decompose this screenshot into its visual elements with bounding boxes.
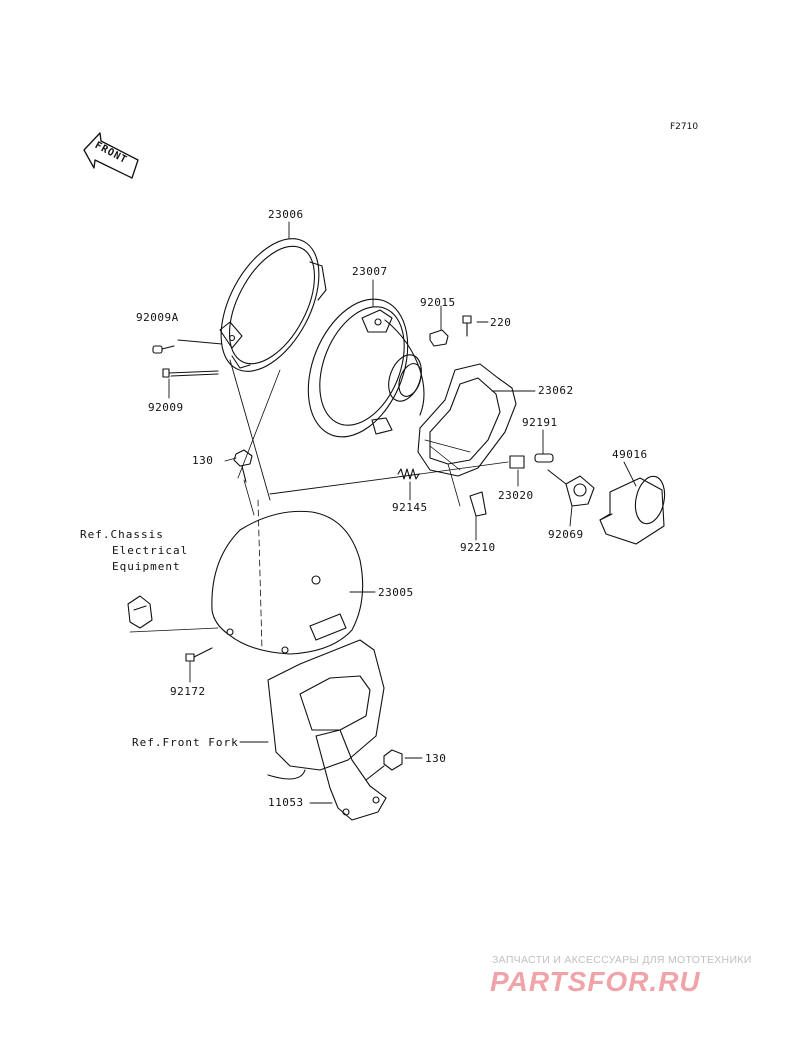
- callout-23005: 23005: [378, 586, 414, 599]
- watermark-logo: PARTSFOR.RU: [490, 966, 701, 997]
- watermark-tagline: ЗАПЧАСТИ И АКСЕССУАРЫ ДЛЯ МОТОТЕХНИКИ: [492, 954, 752, 966]
- headlight-rim-23006: [219, 238, 327, 372]
- callout-130-bottom: 130: [425, 752, 447, 765]
- callout-11053: 11053: [268, 796, 304, 809]
- screw-92172: [185, 647, 213, 662]
- spring-92145: [397, 468, 420, 480]
- ref-chassis-line2: Electrical: [112, 544, 189, 557]
- pin-92191: [534, 453, 554, 463]
- ref-chassis-line3: Equipment: [112, 560, 181, 573]
- clip-92210: [469, 491, 487, 517]
- connector-chassis: [127, 595, 153, 629]
- bolt-130-top: [233, 449, 253, 483]
- callout-92172: 92172: [170, 685, 206, 698]
- callout-92015: 92015: [420, 296, 456, 309]
- callout-92069: 92069: [548, 528, 584, 541]
- callout-23062: 23062: [538, 384, 574, 397]
- headlight-housing-23007: [307, 298, 425, 438]
- callout-92145: 92145: [392, 501, 428, 514]
- callout-220: 220: [490, 316, 512, 329]
- socket-23020: [509, 455, 525, 469]
- bracket-11053: [315, 729, 387, 821]
- ref-front-fork: Ref.Front Fork: [132, 736, 239, 749]
- callout-23007: 23007: [352, 265, 388, 278]
- nut-92015: [429, 329, 449, 347]
- front-fork-bracket: [267, 639, 385, 780]
- callout-92009: 92009: [148, 401, 184, 414]
- cover-49016: [599, 475, 666, 545]
- bolt-130-bottom: [365, 749, 403, 781]
- callout-49016: 49016: [612, 448, 648, 461]
- figure-id: F2710: [670, 122, 699, 132]
- callout-92191: 92191: [522, 416, 558, 429]
- callout-23020: 23020: [498, 489, 534, 502]
- ref-chassis-line1: Ref.Chassis: [80, 528, 164, 541]
- callout-92210: 92210: [460, 541, 496, 554]
- callout-92009A: 92009A: [136, 311, 179, 324]
- screw-220: [462, 315, 472, 337]
- callout-130-top: 130: [192, 454, 214, 467]
- bulb-92069: [547, 469, 595, 507]
- headlight-cowl-23005: [211, 499, 364, 655]
- callout-23006: 23006: [268, 208, 304, 221]
- screw-92009A: [152, 345, 175, 354]
- leader-lines: [129, 221, 637, 804]
- screw-92009: [162, 368, 219, 378]
- front-arrow-icon: [83, 132, 139, 179]
- bracket-23062: [417, 363, 517, 477]
